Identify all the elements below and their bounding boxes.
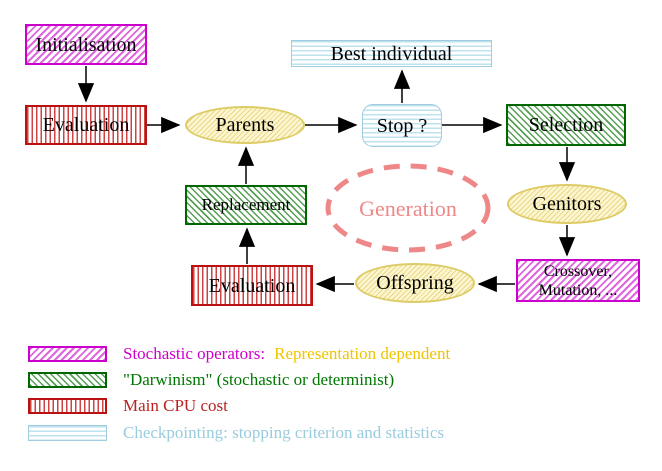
node-selection-label: Selection [528,114,604,136]
node-initialisation: Initialisation [25,24,147,65]
legend-text-darwinism: "Darwinism" (stochastic or determinist) [123,370,395,389]
generation-label: Generation [359,196,457,221]
node-parents-label: Parents [215,114,275,136]
node-evaluation-top: Evaluation [25,105,147,145]
node-genitors-label: Genitors [532,193,602,215]
node-initialisation-label: Initialisation [35,33,137,56]
legend-swatch-cpu [28,398,107,414]
node-best-individual: Best individual [291,40,492,67]
node-genitors: Genitors [507,184,627,224]
node-crossover-mutation: Crossover, Mutation, ... [516,259,640,302]
node-replacement: Replacement [185,185,307,225]
legend-text-representation: Representation dependent [274,344,451,363]
node-evaluation-top-label: Evaluation [42,114,130,136]
node-stop-label: Stop ? [376,114,428,137]
legend-row-cpu: Main CPU cost [28,396,228,416]
node-selection: Selection [506,104,626,146]
legend-text-stochastic: Stochastic operators: [123,344,266,363]
legend-text-checkpointing: Checkpointing: stopping criterion and st… [123,423,445,442]
node-offspring-label: Offspring [376,272,454,294]
node-replacement-label: Replacement [201,195,291,214]
node-offspring: Offspring [355,263,475,303]
node-parents: Parents [185,106,305,144]
legend-row-checkpointing: Checkpointing: stopping criterion and st… [28,423,444,443]
node-crossover-line1: Crossover, [543,262,613,280]
node-stop: Stop ? [362,104,442,147]
node-crossover-line2: Mutation, ... [538,281,618,299]
legend-row-darwinism: "Darwinism" (stochastic or determinist) [28,370,394,390]
legend-swatch-stochastic [28,346,107,362]
legend-swatch-checkpointing [28,425,107,441]
legend-text-cpu: Main CPU cost [123,396,228,415]
legend-swatch-darwinism [28,372,107,388]
node-best-individual-label: Best individual [330,42,453,65]
legend-row-stochastic: Stochastic operators: Representation dep… [28,344,450,364]
node-evaluation-bottom: Evaluation [191,265,313,306]
node-evaluation-bottom-label: Evaluation [208,274,296,297]
